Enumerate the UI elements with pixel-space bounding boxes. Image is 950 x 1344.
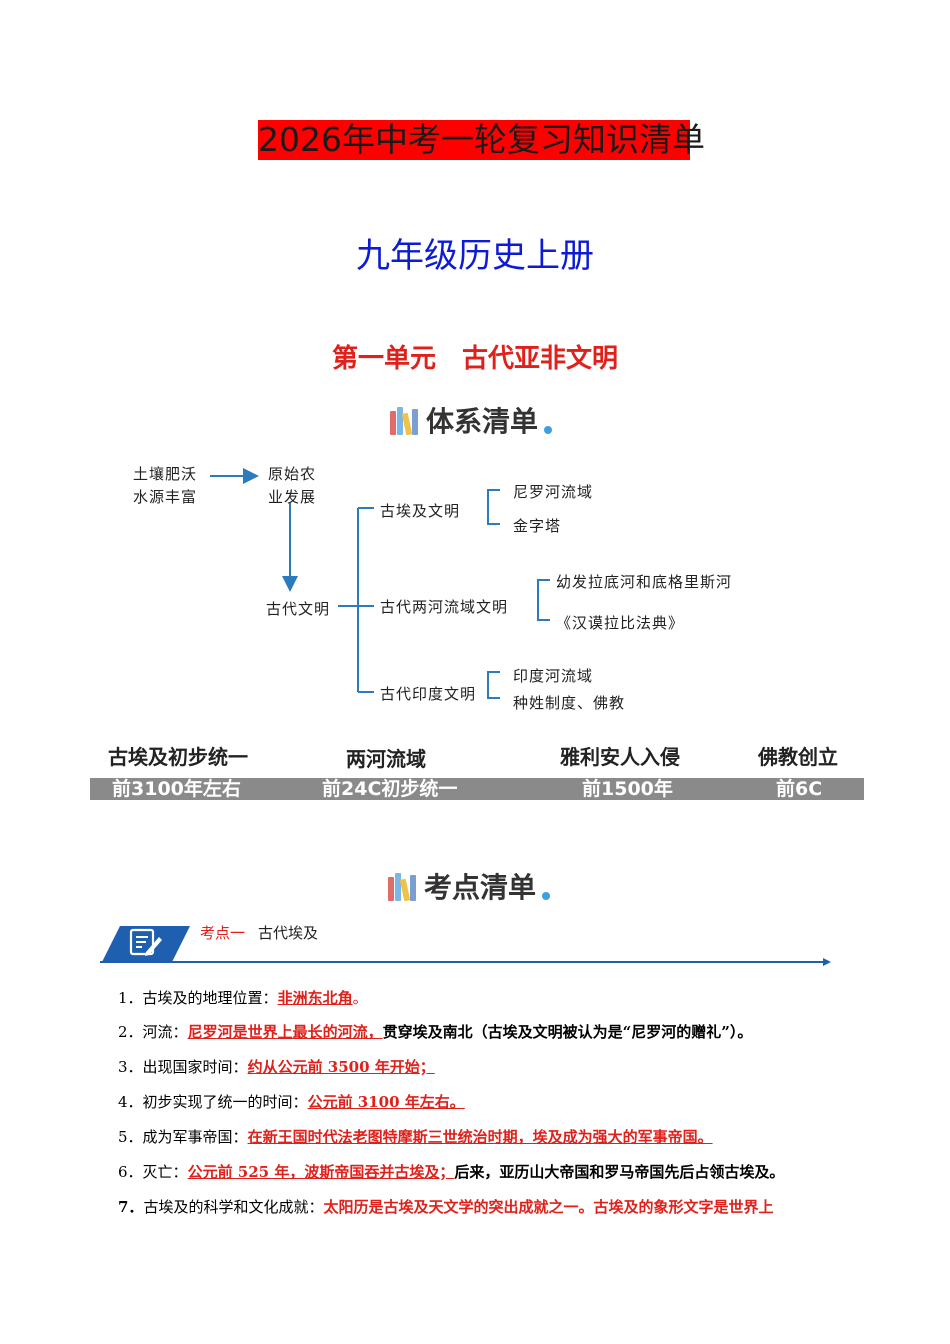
knowledge-diagram-lines [210, 468, 550, 699]
meso-item: 《汉谟拉比法典》 [556, 614, 685, 632]
timeline-date: 前24C初步统一 [322, 778, 458, 800]
heading-dot [544, 426, 553, 434]
india-item: 印度河流域 [513, 667, 594, 685]
books-icon [388, 871, 418, 902]
meso-item: 幼发拉底河和底格里斯河 [556, 573, 733, 591]
timeline-label: 两河流域 [346, 747, 426, 771]
cause-line2: 水源丰富 [133, 488, 198, 506]
list-item: 3．出现国家时间：约从公元前 3500 年开始； [118, 1058, 435, 1076]
egypt-node: 古埃及文明 [380, 502, 461, 520]
kaodian-label: 考点一 [200, 924, 246, 942]
list-item: 6．灭亡：公元前 525 年，波斯帝国吞并古埃及；后来，亚历山大帝国和罗马帝国先… [118, 1163, 785, 1181]
main-title: 2026年中考一轮复习知识清单 [258, 120, 705, 160]
timeline-label: 古埃及初步统一 [108, 745, 248, 769]
meso-node: 古代两河流域文明 [380, 598, 509, 616]
timeline-label: 佛教创立 [758, 745, 838, 769]
heading-dot [542, 892, 551, 900]
system-section-title: 体系清单 [426, 405, 539, 438]
kaodian-topic: 古代埃及 [258, 924, 319, 942]
list-item: 5．成为军事帝国：在新王国时代法老图特摩斯三世统治时期，埃及成为强大的军事帝国。 [118, 1128, 713, 1146]
kaodian-banner [100, 926, 831, 966]
system-section-heading: 体系清单 [390, 400, 553, 440]
india-node: 古代印度文明 [380, 685, 477, 703]
list-item: 2．河流：尼罗河是世界上最长的河流，贯穿埃及南北（古埃及文明被认为是“尼罗河的赠… [118, 1023, 753, 1041]
list-item: 7．古埃及的科学和文化成就：太阳历是古埃及天文学的突出成就之一。古埃及的象形文字… [118, 1198, 774, 1216]
cause-line1: 土壤肥沃 [133, 465, 198, 483]
agri-line1: 原始农 [268, 465, 317, 483]
timeline-date: 前3100年左右 [112, 778, 241, 800]
points-section-heading: 考点清单 [388, 866, 551, 906]
egypt-item: 金字塔 [513, 517, 562, 535]
agri-line2: 业发展 [268, 488, 317, 506]
edit-note-icon [129, 928, 162, 956]
india-item: 种姓制度、佛教 [513, 694, 626, 712]
points-section-title: 考点清单 [424, 871, 537, 904]
egypt-item: 尼罗河流域 [513, 483, 594, 501]
list-item: 4．初步实现了统一的时间：公元前 3100 年左右。 [118, 1093, 465, 1111]
list-item: 1．古埃及的地理位置：非洲东北角。 [118, 989, 368, 1007]
timeline-date: 前6C [776, 778, 823, 800]
books-icon [390, 405, 420, 436]
unit-title: 第一单元 古代亚非文明 [331, 344, 618, 374]
diagram-root: 古代文明 [266, 600, 331, 618]
subject-title: 九年级历史上册 [356, 236, 594, 276]
timeline-date: 前1500年 [582, 778, 673, 800]
timeline-label: 雅利安人入侵 [560, 745, 680, 769]
timeline-bar [90, 778, 864, 800]
